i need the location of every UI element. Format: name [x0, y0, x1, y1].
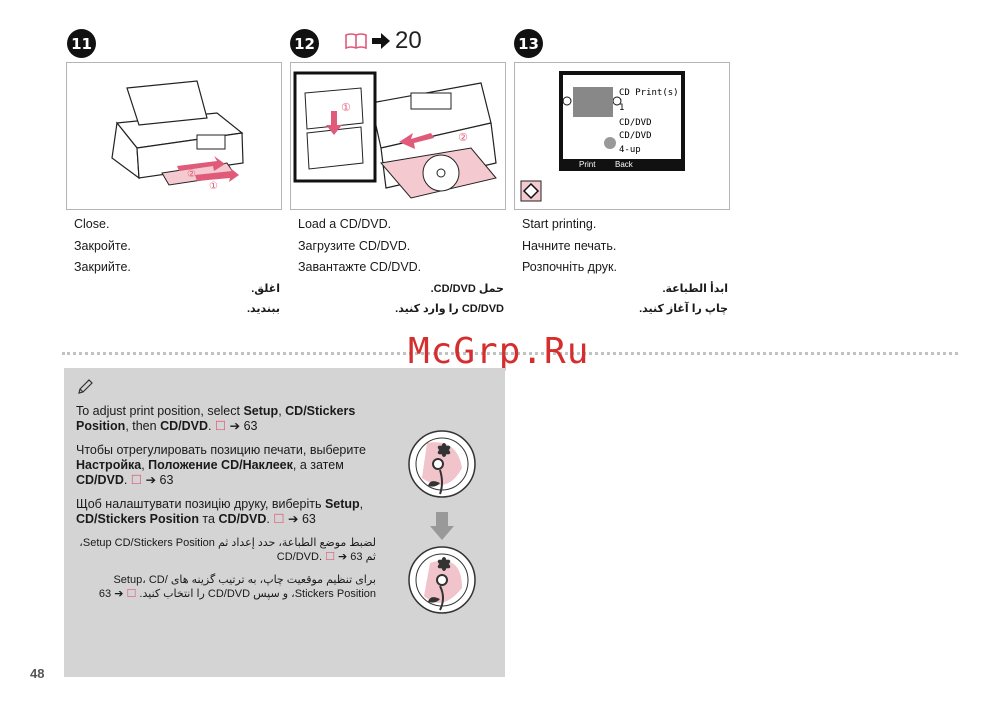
- dotted-divider: [62, 352, 958, 355]
- pencil-note-icon: [78, 379, 93, 394]
- captions-step-12: Load a CD/DVD. Загрузите CD/DVD. Заванта…: [298, 214, 512, 319]
- step-number-12: 12: [290, 29, 319, 58]
- book-icon: [345, 33, 367, 50]
- svg-text:4-up: 4-up: [619, 145, 641, 155]
- watermark: McGrp.Ru: [408, 331, 590, 372]
- note-box: To adjust print position, select Setup, …: [64, 368, 505, 677]
- caption-uk: Завантажте CD/DVD.: [298, 260, 422, 274]
- page-reference: 20: [345, 27, 422, 55]
- captions-step-11: Close. Закройте. Закрийте. اغلق. ببندید.: [74, 214, 288, 319]
- caption-uk: Закрийте.: [74, 260, 131, 274]
- caption-en: Load a CD/DVD.: [298, 217, 392, 231]
- caption-uk: Розпочніть друк.: [522, 260, 617, 274]
- step-number-13: 13: [514, 29, 543, 58]
- svg-text:CD Print(s): CD Print(s): [619, 88, 679, 98]
- printer-close-drawing: ② ①: [111, 80, 244, 192]
- svg-text:②: ②: [187, 169, 196, 180]
- illustration-close-printer: ② ①: [66, 62, 282, 210]
- illustration-lcd-screen: CD Print(s) 1 CD/DVD CD/DVD 4-up Print B…: [514, 62, 730, 210]
- svg-text:1: 1: [619, 103, 624, 113]
- caption-ar: حمل CD/DVD.: [430, 282, 504, 295]
- svg-text:①: ①: [341, 102, 351, 114]
- step-number-11: 11: [67, 29, 96, 58]
- caption-en: Close.: [74, 217, 110, 231]
- page-number: 48: [30, 666, 45, 681]
- note-en: To adjust print position, select Setup, …: [76, 404, 356, 433]
- load-cd-drawing: ② ①: [293, 71, 497, 199]
- svg-text:Print: Print: [579, 160, 596, 169]
- note-text: To adjust print position, select Setup, …: [76, 404, 396, 610]
- caption-ar: ابدأ الطباعة.: [662, 282, 728, 295]
- note-ru: Чтобы отрегулировать позицию печати, выб…: [76, 443, 366, 487]
- caption-ru: Загрузите CD/DVD.: [298, 238, 411, 253]
- illustration-load-cd: ② ①: [290, 62, 506, 210]
- caption-ar: اغلق.: [251, 282, 280, 295]
- svg-text:CD/DVD: CD/DVD: [619, 131, 652, 141]
- note-fa: برای تنظیم موقعیت چاپ، به ترتیب گزینه ها…: [98, 574, 376, 600]
- lcd-screen-drawing: CD Print(s) 1 CD/DVD CD/DVD 4-up Print B…: [520, 71, 685, 202]
- page-ref: ☐ ➔ 63: [130, 473, 174, 487]
- page-ref: ☐ ➔ 63: [325, 551, 363, 563]
- note-uk: Щоб налаштувати позицію друку, виберіть …: [76, 497, 364, 526]
- caption-en: Start printing.: [522, 217, 597, 231]
- caption-ru: Начните печать.: [522, 238, 617, 253]
- captions-step-13: Start printing. Начните печать. Розпочні…: [522, 214, 736, 319]
- svg-text:②: ②: [458, 132, 468, 144]
- reference-page-number: 20: [395, 27, 422, 54]
- arrow-right-icon: [372, 33, 390, 49]
- svg-text:①: ①: [209, 181, 218, 192]
- note-ar: لضبط موضع الطباعة، حدد إعداد ثم Setup CD…: [79, 537, 376, 563]
- caption-fa: ببندید.: [246, 302, 280, 315]
- page-ref: ☐ ➔ 63: [98, 588, 137, 600]
- svg-text:CD/DVD: CD/DVD: [619, 118, 652, 128]
- svg-text:Back: Back: [615, 160, 634, 169]
- caption-fa: چاپ را آغاز کنید.: [639, 302, 728, 315]
- cd-print-position-illustration: [408, 430, 476, 614]
- page-ref: ☐ ➔ 63: [214, 419, 258, 433]
- caption-ru: Закройте.: [74, 238, 131, 253]
- page-ref: ☐ ➔ 63: [273, 512, 316, 526]
- caption-fa: CD/DVD را وارد کنید.: [395, 302, 504, 315]
